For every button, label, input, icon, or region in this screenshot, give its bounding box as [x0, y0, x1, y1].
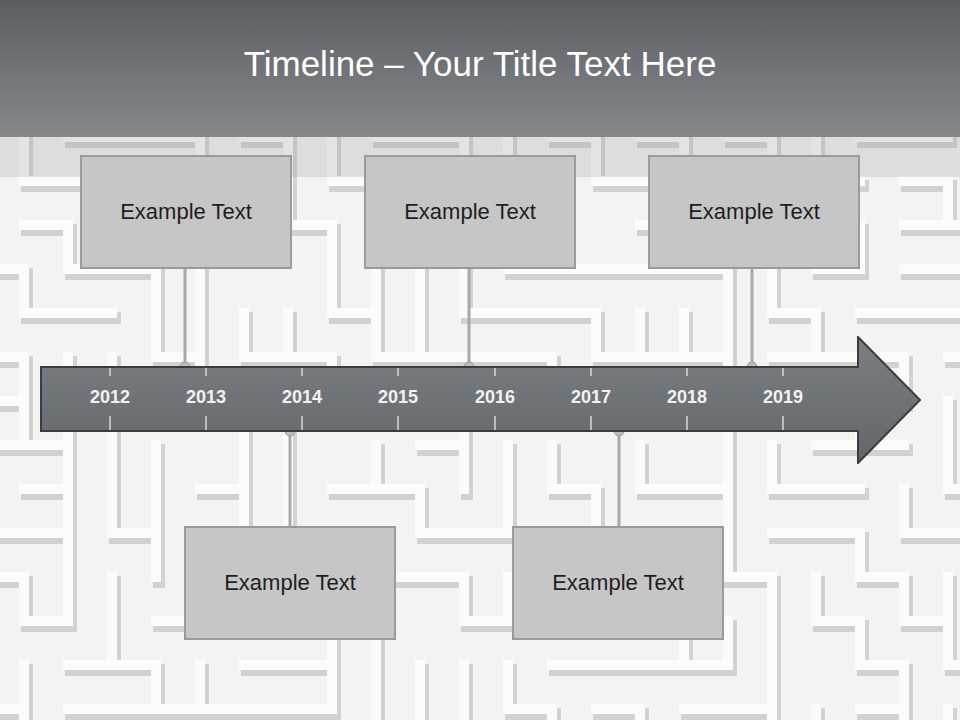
leader-connector: [285, 426, 295, 526]
year-label: 2019: [763, 387, 803, 408]
event-text: Example Text: [552, 570, 684, 596]
year-label: 2012: [90, 387, 130, 408]
year-label: 2015: [378, 387, 418, 408]
year-label: 2014: [282, 387, 322, 408]
event-box: Example Text: [648, 155, 860, 269]
event-text: Example Text: [120, 199, 252, 225]
event-text: Example Text: [688, 199, 820, 225]
year-label: 2018: [667, 387, 707, 408]
event-box: Example Text: [80, 155, 292, 269]
year-label: 2013: [186, 387, 226, 408]
event-box: Example Text: [364, 155, 576, 269]
leader-connector: [747, 269, 757, 372]
timeline-arrow: 2012 2013 2014 2015 2016 2017 2018 2019: [40, 336, 922, 464]
leader-connector: [180, 269, 190, 372]
slide-title: Timeline – Your Title Text Here: [0, 44, 960, 84]
year-label: 2017: [571, 387, 611, 408]
event-text: Example Text: [224, 570, 356, 596]
maze-walls: [0, 137, 960, 720]
leader-connector: [614, 426, 624, 526]
year-label: 2016: [475, 387, 515, 408]
leader-connector: [464, 269, 474, 372]
event-box: Example Text: [184, 526, 396, 640]
event-box: Example Text: [512, 526, 724, 640]
event-text: Example Text: [404, 199, 536, 225]
